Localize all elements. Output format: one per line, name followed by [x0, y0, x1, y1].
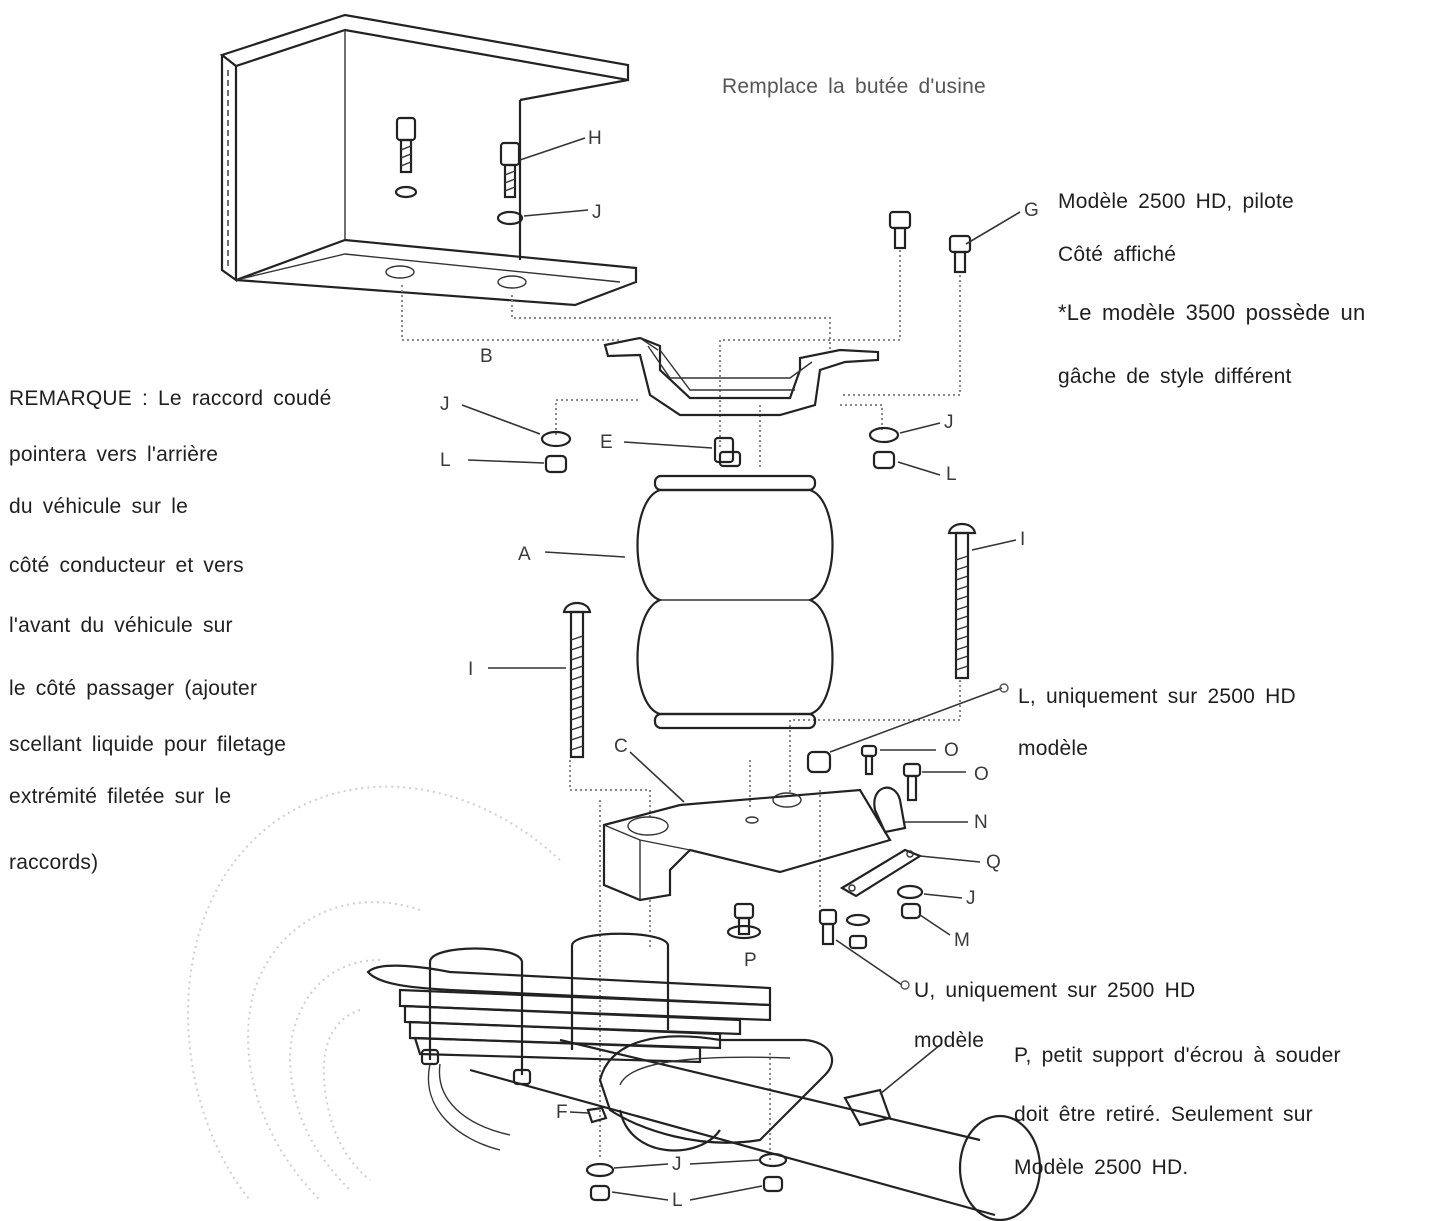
leaf-spring: [366, 932, 772, 1151]
remark-line-4: côté conducteur et vers: [9, 554, 244, 577]
callout-i-left: I: [468, 659, 473, 680]
remark-line-3: du véhicule sur le: [9, 495, 189, 518]
replaces-factory-bumper-note: Remplace la butée d'usine: [722, 75, 986, 98]
p-note-line-1: P, petit support d'écrou à souder: [1014, 1044, 1341, 1067]
remark-line-9: raccords): [9, 851, 99, 874]
callout-j-lower: J: [966, 888, 976, 909]
model-note-line-3: *Le modèle 3500 possède un: [1058, 300, 1366, 325]
callout-i-right: I: [1020, 529, 1025, 550]
callout-letters: H J G B J L E J L A I I C O O N Q J M P …: [440, 128, 1039, 1211]
callout-j-top: J: [592, 202, 602, 223]
carriage-bolt-i-right: [947, 522, 1017, 680]
washers-nuts-upper: [461, 404, 941, 476]
callout-j-right: J: [944, 412, 954, 433]
callout-o-2: O: [974, 764, 989, 785]
callout-h: H: [588, 128, 602, 149]
callout-f: F: [556, 1102, 568, 1123]
callout-n: N: [974, 812, 988, 833]
upper-bracket-b: [603, 336, 880, 417]
remark-line-2: pointera vers l'arrière: [9, 443, 219, 466]
hardware-right: [806, 683, 1009, 990]
u-only-note-line-2: modèle: [914, 1029, 985, 1052]
air-spring-a: [544, 474, 834, 730]
callout-g: G: [1024, 200, 1039, 221]
remark-line-6: le côté passager (ajouter: [9, 677, 258, 700]
frame-rail: [219, 13, 638, 307]
bolt-g-group: [888, 210, 1021, 274]
p-note-line-3: Modèle 2500 HD.: [1014, 1156, 1189, 1179]
u-only-note-line-1: U, uniquement sur 2500 HD: [914, 979, 1196, 1002]
model-note-line-4: gâche de style différent: [1058, 365, 1292, 388]
callout-b: B: [480, 346, 493, 367]
remark-line-1: REMARQUE : Le raccord coudé: [9, 387, 332, 410]
callout-j-bottom: J: [672, 1154, 682, 1175]
elbow-fitting-e: [623, 436, 742, 468]
callout-q: Q: [986, 852, 1001, 873]
callout-l-left: L: [440, 450, 451, 471]
remark-line-8: extrémité filetée sur le: [9, 785, 232, 808]
axle: [469, 1035, 1042, 1221]
callout-o-1: O: [944, 740, 959, 761]
l-only-note-line-2: modèle: [1018, 737, 1089, 760]
callout-j-left: J: [440, 394, 450, 415]
guide-lines: [401, 250, 961, 1160]
bolt-h-group: [394, 116, 589, 226]
lower-bracket-c: [602, 751, 892, 902]
callout-m: M: [954, 930, 970, 951]
callout-l-bottom: L: [672, 1190, 683, 1211]
remark-line-7: scellant liquide pour filetage: [9, 733, 287, 756]
bolt-p: [726, 902, 762, 940]
model-note-line-2: Côté affiché: [1058, 243, 1177, 266]
callout-c: C: [614, 736, 628, 757]
p-note-line-2: doit être retiré. Seulement sur: [1014, 1103, 1313, 1126]
model-note-line-1: Modèle 2500 HD, pilote: [1058, 190, 1294, 213]
carriage-bolt-i-left: [488, 601, 592, 759]
l-only-note-line-1: L, uniquement sur 2500 HD: [1018, 685, 1296, 708]
callout-e: E: [600, 432, 613, 453]
callout-l-right: L: [946, 464, 957, 485]
callout-p: P: [744, 950, 757, 971]
wheel-arcs: [187, 785, 561, 1201]
callout-a: A: [518, 544, 531, 565]
remark-line-5: l'avant du véhicule sur: [9, 614, 233, 637]
washers-nuts-lower: [569, 1106, 788, 1202]
